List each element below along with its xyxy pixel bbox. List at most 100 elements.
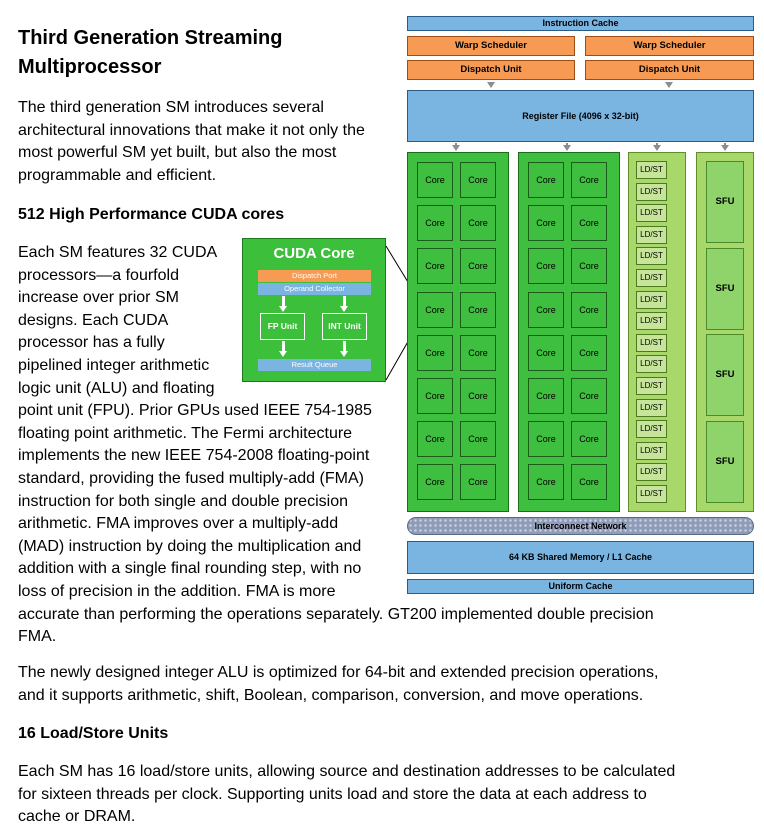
cuda-arrow-down-icon — [340, 306, 348, 312]
text-line: for sixteen threads per clock. Supportin… — [18, 785, 647, 803]
special-function-unit: SFU — [706, 247, 744, 330]
load-store-paragraph: Each SM has 16 load/store units, allowin… — [18, 761, 675, 829]
load-store-unit: LD/ST — [636, 161, 667, 179]
page-title: Third Generation Streaming Multiprocesso… — [18, 27, 283, 78]
cuda-core: Core — [460, 248, 496, 285]
cuda-core: Core — [528, 421, 564, 458]
cuda-core: Core — [571, 378, 607, 414]
load-store-unit: LD/ST — [636, 204, 667, 223]
cuda-core: Core — [417, 334, 453, 371]
special-function-unit: SFU — [706, 420, 744, 503]
dispatch-unit-1: Dispatch Unit — [407, 60, 575, 80]
load-store-unit: LD/ST — [636, 312, 667, 331]
cuda-arrow-stem — [343, 296, 346, 307]
instruction-cache: Instruction Cache — [407, 16, 754, 31]
load-store-unit: LD/ST — [636, 441, 667, 460]
special-function-unit: SFU — [706, 161, 744, 243]
cuda-operand-collector: Operand Collector — [258, 283, 371, 295]
text-line: logic unit (ALU) and floating — [18, 379, 215, 397]
cuda-core: Core — [571, 248, 607, 285]
cuda-core: Core — [417, 162, 453, 198]
text-line: floating point arithmetic. The Fermi arc… — [18, 424, 353, 442]
load-store-unit: LD/ST — [636, 269, 667, 287]
cuda-arrow-stem — [282, 341, 285, 352]
cuda-core-title: CUDA Core — [273, 245, 355, 262]
text-line: Each SM has 16 load/store units, allowin… — [18, 763, 676, 780]
text-line: implements the new IEEE 754-2008 floatin… — [18, 447, 370, 465]
cuda-core: Core — [460, 378, 496, 414]
cuda-core: Core — [571, 421, 607, 458]
cuda-core: Core — [460, 205, 496, 242]
cuda-core: Core — [528, 464, 564, 501]
text-line: programmable and efficient. — [18, 166, 217, 184]
load-store-unit: LD/ST — [636, 485, 667, 503]
text-line: point unit (FPU). Prior GPUs used IEEE 7… — [18, 402, 372, 420]
cuda-result-queue: Result Queue — [258, 359, 371, 371]
cuda-core: Core — [528, 378, 564, 414]
shared-memory-l1-cache: 64 KB Shared Memory / L1 Cache — [407, 541, 754, 574]
cuda-core: Core — [460, 291, 496, 328]
load-store-unit: LD/ST — [636, 377, 667, 395]
load-store-column: LD/ST LD/ST LD/ST LD/ST LD/ST LD/ST LD/ST LD/ST… — [628, 152, 686, 512]
cuda-core: Core — [460, 162, 496, 198]
cuda-arrow-down-icon — [279, 351, 287, 357]
section-heading-cuda-cores: 512 High Performance CUDA cores — [18, 206, 285, 223]
cuda-core-diagram: CUDA Core Dispatch Port Operand Collecto… — [242, 238, 386, 382]
cuda-core: Core — [528, 334, 564, 371]
section-heading-load-store: 16 Load/Store Units — [18, 725, 169, 742]
text-line: cache or DRAM. — [18, 808, 136, 826]
load-store-unit: LD/ST — [636, 182, 667, 201]
cuda-arrow-stem — [282, 296, 285, 307]
text-line: Each SM features 32 CUDA — [18, 244, 218, 261]
warp-scheduler-1: Warp Scheduler — [407, 36, 575, 56]
intro-paragraph: The third generation SM introduces sever… — [18, 97, 365, 187]
cuda-core: Core — [460, 334, 496, 371]
cuda-arrow-stem — [343, 341, 346, 352]
cuda-arrow-down-icon — [279, 306, 287, 312]
load-store-unit: LD/ST — [636, 290, 667, 309]
text-line: The third generation SM introduces sever… — [18, 99, 324, 116]
text-line: instruction for both single and double p… — [18, 492, 348, 510]
cuda-core: Core — [460, 421, 496, 458]
text-line: processor has a fully — [18, 334, 165, 352]
text-line: processors—a fourfold — [18, 266, 179, 284]
cuda-core: Core — [571, 291, 607, 328]
arrow-down-icon — [563, 145, 571, 151]
load-store-unit: LD/ST — [636, 225, 667, 244]
cuda-core: Core — [528, 205, 564, 242]
uniform-cache: Uniform Cache — [407, 579, 754, 594]
cuda-core: Core — [417, 248, 453, 285]
text-line: designs. Each CUDA — [18, 311, 169, 329]
arrow-down-icon — [487, 82, 495, 88]
cuda-int-unit: INT Unit — [322, 313, 367, 340]
interconnect-network: Interconnect Network — [407, 517, 754, 535]
load-store-unit: LD/ST — [636, 355, 667, 374]
arrow-down-icon — [653, 145, 661, 151]
cuda-core: Core — [417, 291, 453, 328]
load-store-unit: LD/ST — [636, 463, 667, 482]
special-function-unit: SFU — [706, 334, 744, 416]
warp-scheduler-2: Warp Scheduler — [585, 36, 754, 56]
cuda-core: Core — [417, 421, 453, 458]
text-line: standard, providing the fused multiply-a… — [18, 469, 364, 487]
text-line: addition with a single final rounding st… — [18, 560, 362, 578]
cuda-core: Core — [460, 464, 496, 501]
integer-alu-paragraph: The newly designed integer ALU is optimi… — [18, 662, 658, 707]
text-line: arithmetic. FMA improves over a multiply… — [18, 515, 339, 533]
arrow-down-icon — [452, 145, 460, 151]
sfu-column: SFU SFU SFU SFU — [696, 152, 754, 512]
cuda-core: Core — [528, 162, 564, 198]
cuda-core: Core — [417, 378, 453, 414]
text-line: most powerful SM yet built, but also the… — [18, 144, 337, 162]
text-line: FMA. — [18, 628, 57, 646]
text-line: pipelined integer arithmetic — [18, 356, 210, 374]
cuda-core: Core — [417, 205, 453, 242]
cuda-core: Core — [528, 248, 564, 285]
load-store-unit: LD/ST — [636, 247, 667, 266]
register-file: Register File (4096 x 32-bit) — [407, 90, 754, 142]
text-line: and it supports arithmetic, shift, Boole… — [18, 686, 644, 704]
cuda-core: Core — [571, 334, 607, 371]
cuda-cores-paragraph: Each SM features 32 CUDA processors—a fou… — [18, 242, 654, 649]
cuda-arrow-down-icon — [340, 351, 348, 357]
